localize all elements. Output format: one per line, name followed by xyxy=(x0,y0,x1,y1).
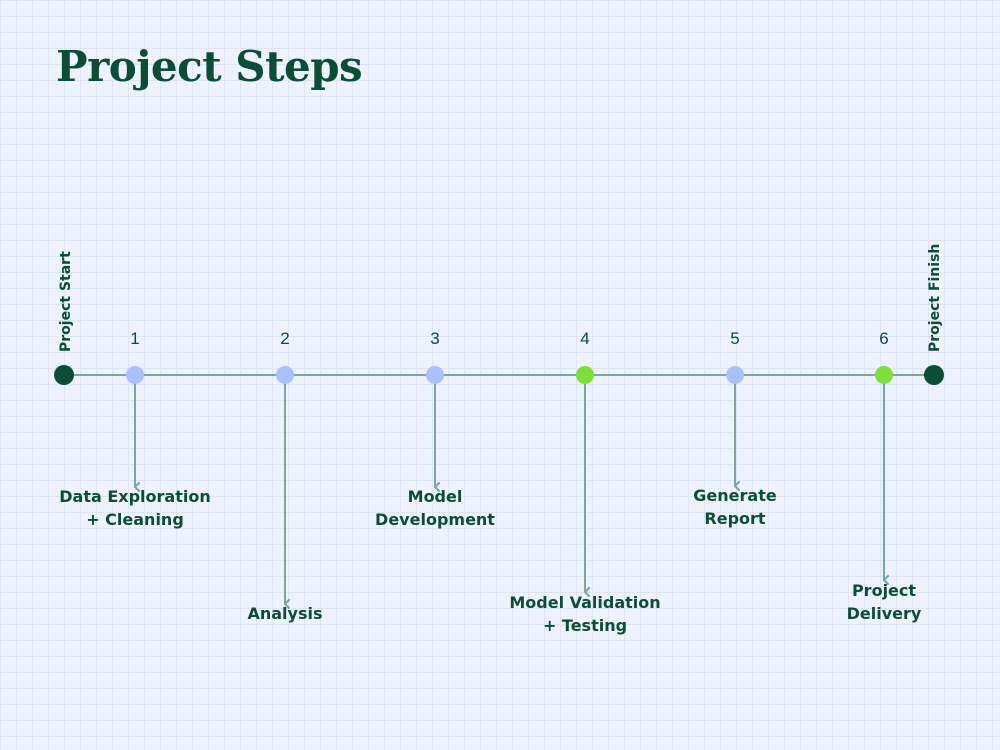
step-6-label-line: Project xyxy=(852,581,916,600)
step-3-label-line: Development xyxy=(375,510,495,529)
project-finish-label: Project Finish xyxy=(927,244,943,352)
step-6-number: 6 xyxy=(879,329,888,348)
step-1-number: 1 xyxy=(130,329,139,348)
step-2-label-line: Analysis xyxy=(247,604,322,623)
step-4-label-line: + Testing xyxy=(543,616,627,635)
step-1-label-line: + Cleaning xyxy=(86,510,184,529)
step-3-number: 3 xyxy=(430,329,439,348)
project-finish-node xyxy=(924,365,944,385)
step-nodes xyxy=(126,366,893,384)
step-2-node xyxy=(276,366,294,384)
project-start-label: Project Start xyxy=(58,251,74,352)
step-5-node xyxy=(726,366,744,384)
page-title: Project Steps xyxy=(56,42,363,91)
step-2-number: 2 xyxy=(280,329,289,348)
step-4-node xyxy=(576,366,594,384)
step-6-label-line: Delivery xyxy=(847,604,922,623)
step-5-label-line: Generate xyxy=(693,486,777,505)
step-4-number: 4 xyxy=(580,329,589,348)
step-4-label-line: Model Validation xyxy=(509,593,660,612)
step-3-node xyxy=(426,366,444,384)
step-5-label-line: Report xyxy=(704,509,766,528)
step-5-number: 5 xyxy=(730,329,739,348)
step-1-label-line: Data Exploration xyxy=(59,487,210,506)
step-6-node xyxy=(875,366,893,384)
project-start-node xyxy=(54,365,74,385)
step-numbers: 1 2 3 4 5 6 xyxy=(130,329,888,348)
step-connectors xyxy=(135,375,884,604)
step-3-label-line: Model xyxy=(408,487,463,506)
step-1-node xyxy=(126,366,144,384)
